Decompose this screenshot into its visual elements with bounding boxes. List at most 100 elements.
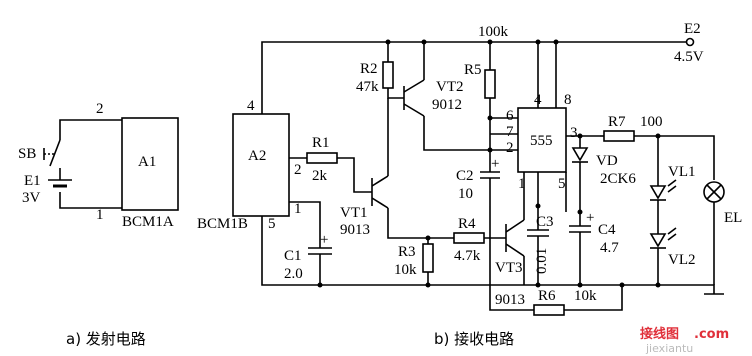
r1-value: 2k — [312, 168, 328, 184]
resistor-r1 — [306, 152, 338, 164]
watermark-logo: 接线图 — [640, 326, 679, 342]
supply-rail — [261, 41, 686, 114]
timer-pin-1: 1 — [518, 176, 526, 192]
r7-label: R7 — [608, 114, 626, 130]
c4-polarity: + — [586, 210, 594, 226]
r2-value: 47k — [356, 79, 379, 95]
lamp-label: EL — [724, 210, 742, 226]
junction-dot — [577, 209, 583, 215]
wire — [634, 135, 715, 180]
r6-value: 10k — [574, 288, 597, 304]
c3-label: C3 — [536, 214, 554, 230]
led-vl1 — [649, 185, 667, 200]
supply-voltage: 4.5V — [674, 49, 704, 65]
c1-label: C1 — [284, 248, 302, 264]
junction-dot — [487, 39, 493, 45]
c3-value: 0.01 — [534, 248, 550, 274]
wire — [489, 206, 534, 311]
wire — [289, 201, 321, 248]
supply-label: E2 — [684, 21, 701, 37]
receiver-circuit: A2 BCM1B 4 2 1 5 E2 4.5V R1 2k + C1 2.0 — [197, 21, 742, 316]
junction-dot — [425, 235, 431, 241]
vt3-part: 9013 — [495, 292, 525, 308]
vd-part: 2CK6 — [600, 171, 636, 187]
transistor-vt2 — [403, 42, 425, 117]
timer-label: 555 — [530, 133, 553, 149]
timer-pin-8: 8 — [564, 92, 572, 108]
c4-value: 4.7 — [600, 240, 619, 256]
ground-rail — [261, 216, 715, 294]
a1-pin-1: 1 — [96, 207, 104, 223]
led-vl2 — [649, 233, 667, 248]
diode-vd — [571, 147, 589, 162]
a2-pin-1: 1 — [294, 201, 302, 217]
vl1-label: VL1 — [668, 164, 696, 180]
c2-label: C2 — [456, 168, 474, 184]
battery-e1 — [48, 179, 72, 188]
r5-label: R5 — [464, 62, 482, 78]
r5-value: 100k — [478, 24, 509, 40]
timer-555 — [517, 107, 567, 173]
vt1-label: VT1 — [340, 205, 368, 221]
module-a2-part: BCM1B — [197, 216, 248, 232]
wire — [59, 192, 122, 209]
junction-dot — [553, 39, 559, 45]
module-a1-label: A1 — [138, 154, 156, 170]
led-vl1-ray — [667, 185, 677, 193]
battery-voltage: 3V — [22, 190, 41, 206]
a1-pin-2: 2 — [96, 101, 104, 117]
junction-dot — [535, 282, 541, 288]
r3-label: R3 — [398, 244, 416, 260]
junction-dot — [619, 282, 625, 288]
resistor-r6 — [533, 304, 565, 316]
vt3-label: VT3 — [495, 260, 523, 276]
switch-sb — [43, 139, 61, 167]
vt1-part: 9013 — [340, 222, 370, 238]
module-a2-label: A2 — [248, 148, 266, 164]
junction-dot — [655, 133, 661, 139]
led-vl2-ray — [667, 233, 677, 241]
resistor-r2 — [382, 61, 394, 89]
junction-dot — [421, 39, 427, 45]
vt2-label: VT2 — [436, 79, 464, 95]
resistor-r3 — [422, 243, 434, 273]
vl2-label: VL2 — [668, 252, 696, 268]
c4-label: C4 — [598, 222, 616, 238]
lamp-cross — [706, 184, 722, 200]
c2-value: 10 — [458, 186, 473, 202]
wire — [564, 285, 623, 311]
junction-dot — [577, 133, 583, 139]
switch-label: SB — [18, 146, 36, 162]
c1-value: 2.0 — [284, 266, 303, 282]
junction-dot — [535, 39, 541, 45]
junction-dot — [577, 282, 583, 288]
a2-pin-4: 4 — [247, 98, 255, 114]
a2-pin-5: 5 — [268, 216, 276, 232]
timer-pin-7: 7 — [506, 124, 514, 140]
transistor-vt3 — [505, 219, 525, 257]
transmitter-circuit: A1 BCM1A 2 1 SB E1 3V — [18, 101, 179, 230]
wire — [387, 88, 404, 99]
junction-dot — [317, 282, 323, 288]
supply-terminal — [685, 37, 695, 47]
r1-label: R1 — [312, 135, 330, 151]
r6-label: R6 — [538, 288, 556, 304]
led-vl1-ray — [667, 179, 677, 187]
caption-a: a) 发射电路 — [66, 330, 146, 348]
watermark-sub: jiexiantu — [645, 342, 693, 355]
transistor-vt1 — [371, 175, 389, 209]
resistor-r4 — [453, 232, 485, 244]
r3-value: 10k — [394, 262, 417, 278]
c2-polarity: + — [491, 156, 499, 172]
module-a1 — [121, 117, 179, 211]
battery-label: E1 — [24, 173, 41, 189]
resistor-r7 — [603, 130, 635, 142]
junction-dot — [385, 39, 391, 45]
r4-label: R4 — [458, 216, 476, 232]
r7-value: 100 — [640, 114, 663, 130]
timer-pin-3: 3 — [570, 125, 578, 141]
r4-value: 4.7k — [454, 248, 481, 264]
watermark-domain: .com — [694, 327, 729, 342]
wire — [337, 157, 372, 193]
